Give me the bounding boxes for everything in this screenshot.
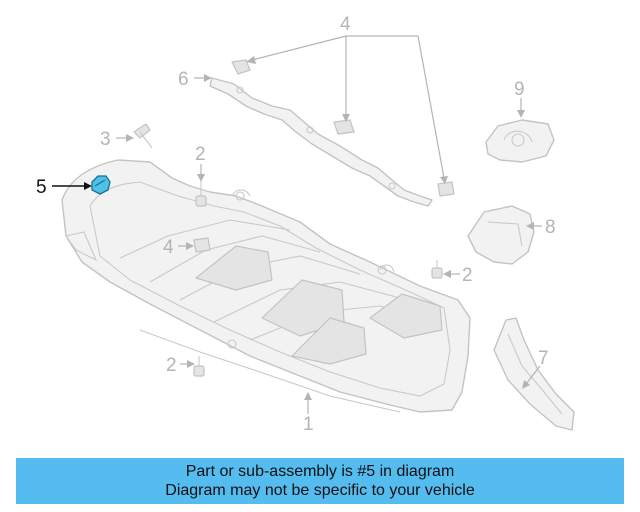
bolt-2-lower [193, 356, 205, 377]
highlighted-part-5 [91, 175, 111, 195]
callout-5: 5 [36, 177, 47, 198]
undercover-shield [61, 159, 471, 413]
leaders [52, 35, 542, 414]
callout-2-lower: 2 [166, 355, 177, 376]
bolt-3 [133, 123, 153, 149]
banner-line-disclaimer: Diagram may not be specific to your vehi… [165, 482, 475, 499]
bolt-2-right [431, 260, 443, 279]
callout-7: 7 [538, 348, 549, 369]
callout-3: 3 [100, 129, 111, 150]
callout-4-left: 4 [163, 237, 174, 258]
info-banner: Part or sub-assembly is #5 in diagram Di… [16, 458, 624, 504]
bracket-8 [467, 205, 535, 265]
clip-nut-top [231, 59, 251, 75]
callout-8: 8 [545, 217, 556, 238]
arrowheads [84, 56, 534, 400]
callout-2-right: 2 [462, 265, 473, 286]
callout-6: 6 [178, 69, 189, 90]
clip-nut-right [437, 181, 455, 197]
callout-9: 9 [514, 79, 525, 100]
callout-1: 1 [303, 414, 314, 435]
banner-line-part: Part or sub-assembly is #5 in diagram [185, 463, 455, 480]
callout-4-top: 4 [340, 14, 351, 35]
clip-nut-mid [333, 119, 355, 135]
clip-nut-left [193, 237, 211, 253]
support-bracket-bar [209, 77, 433, 207]
callout-2-upper: 2 [195, 144, 206, 165]
mount-bracket-9 [485, 119, 555, 163]
callout-labels: 4 6 9 3 2 5 4 8 2 2 7 1 [36, 14, 556, 435]
